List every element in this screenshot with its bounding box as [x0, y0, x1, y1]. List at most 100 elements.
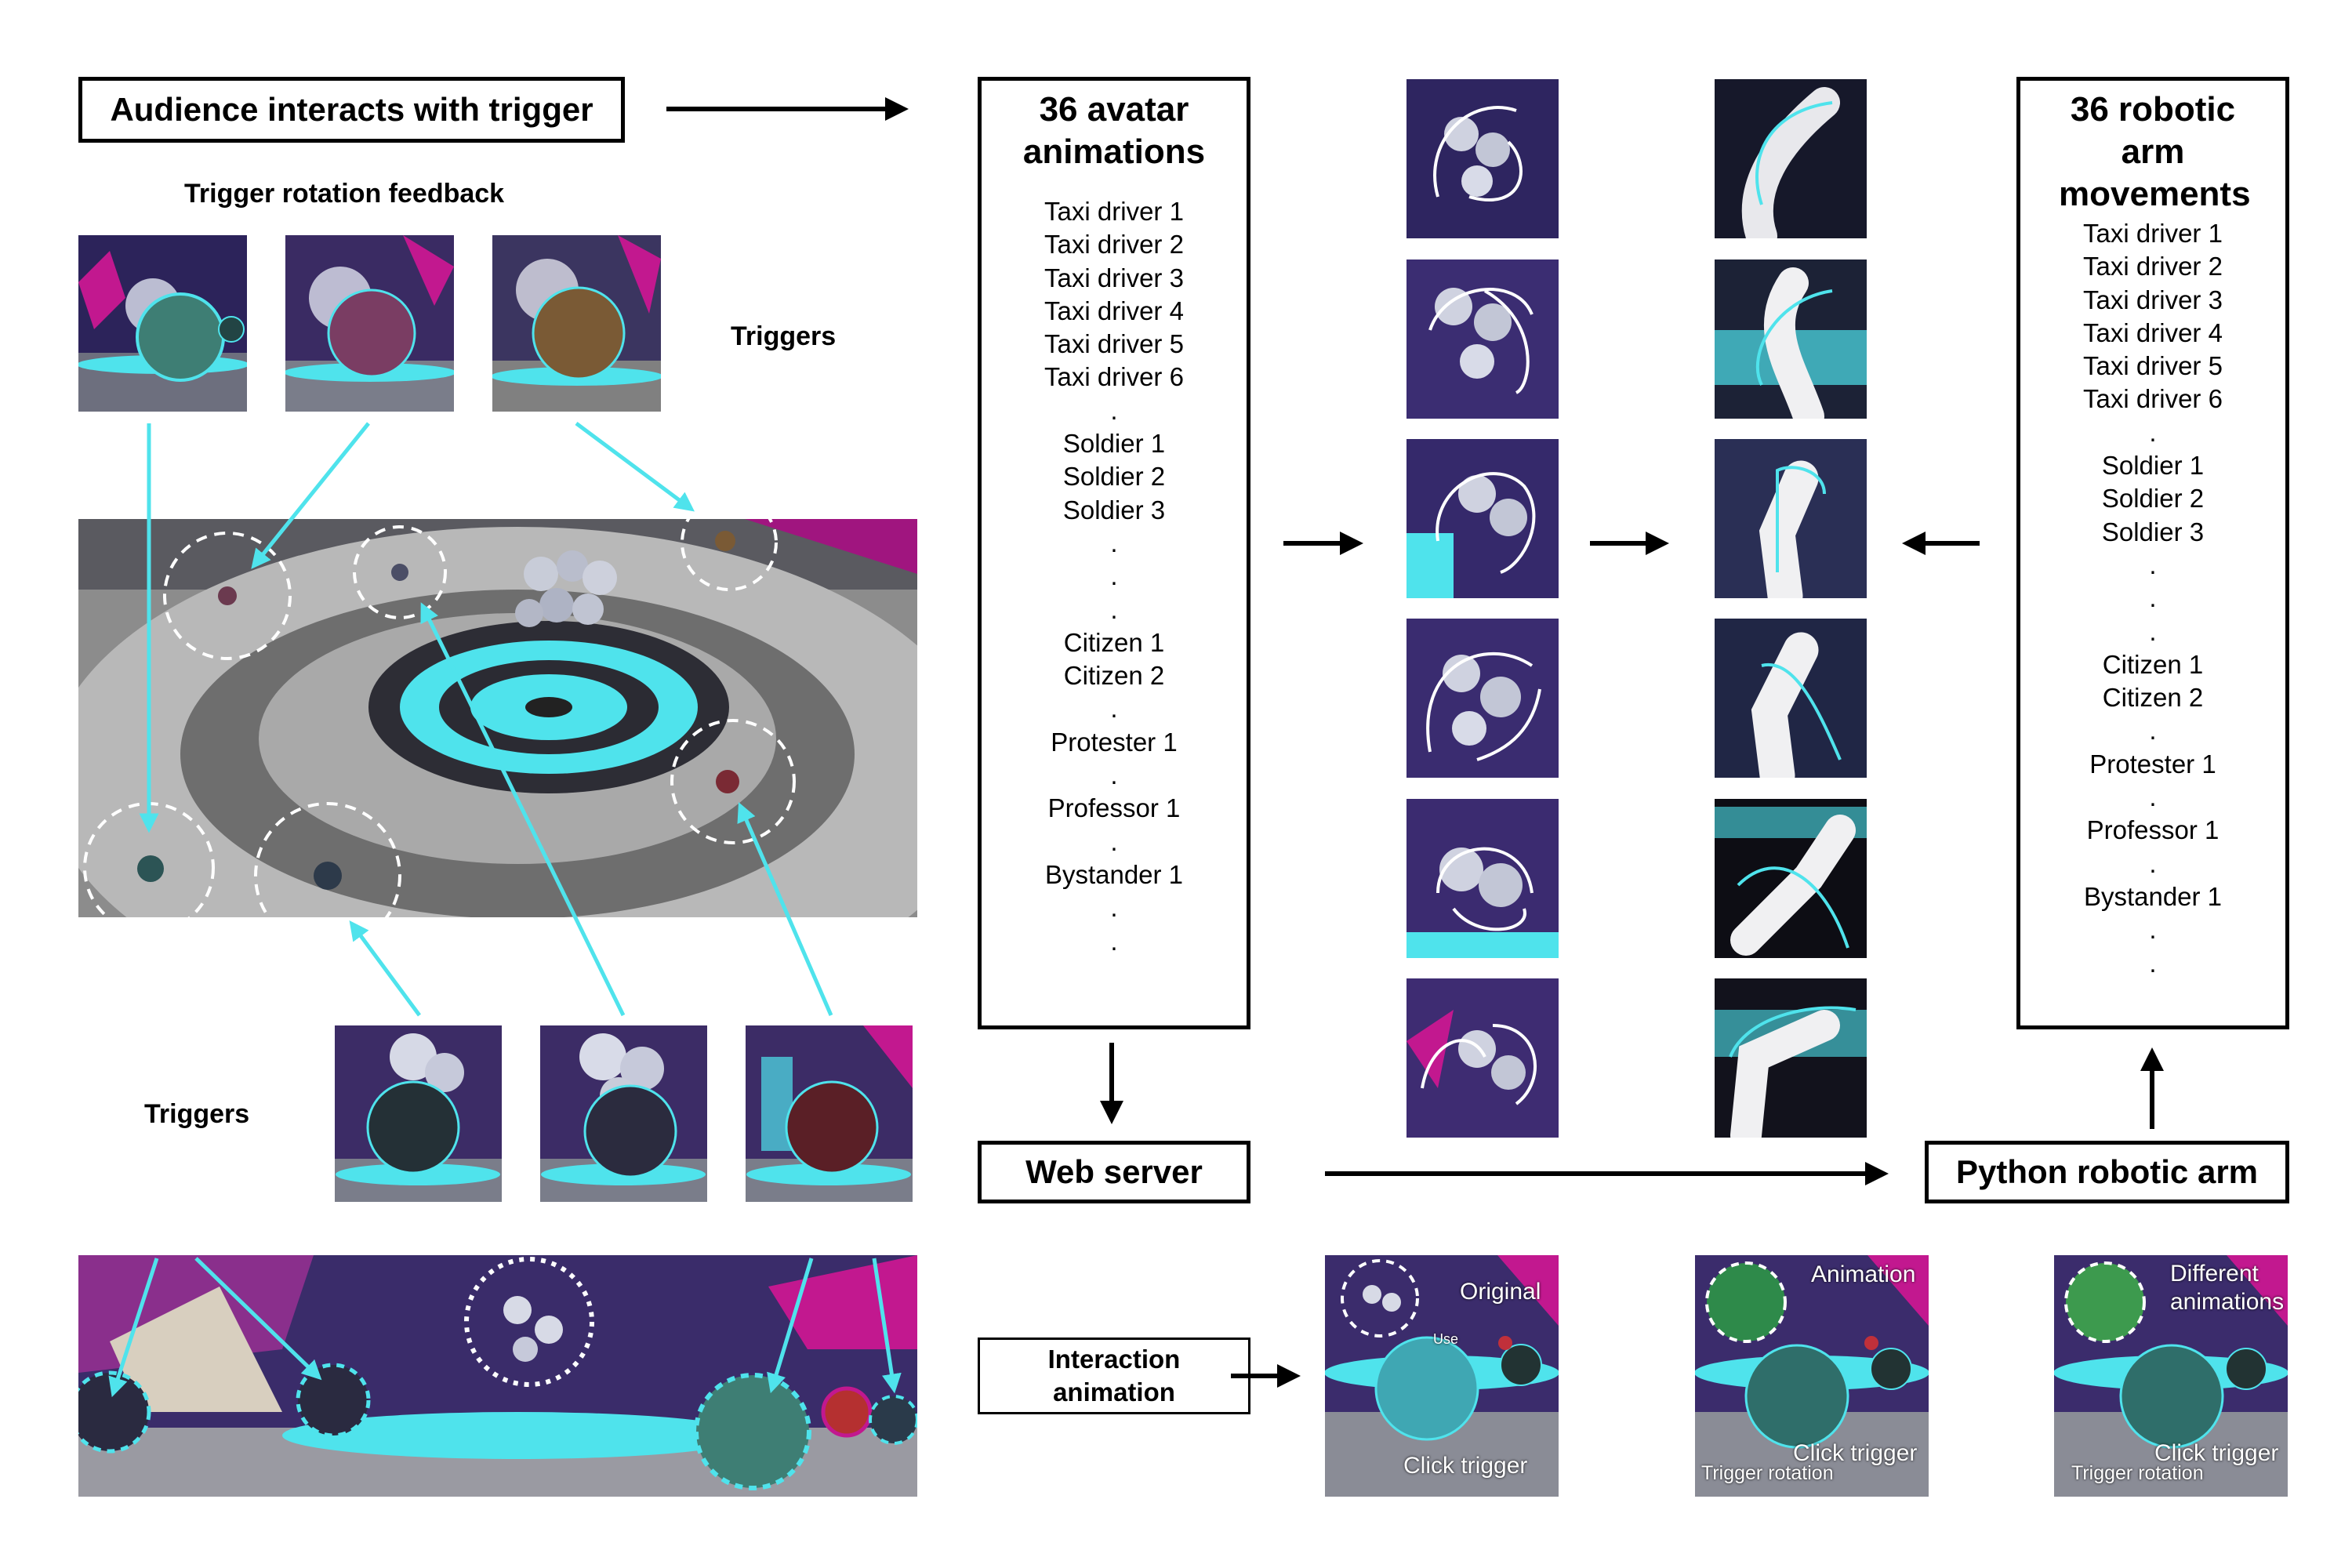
robot-arm-image-6 [1715, 978, 1867, 1138]
list-item: Citizen 1 [2102, 649, 2204, 679]
cyan-arrow-7 [108, 1258, 159, 1398]
avatar-animation-image-6 [1406, 978, 1559, 1138]
trigger-feedback-image-1 [78, 235, 247, 412]
list-item: Citizen 2 [1063, 661, 1165, 691]
list-item: Soldier 1 [1062, 429, 1166, 459]
list-item: . [2149, 782, 2157, 812]
list-item: Citizen 2 [2102, 683, 2204, 713]
list-item: Protester 1 [2089, 749, 2216, 779]
trigger-image-3 [746, 1025, 913, 1202]
trigger-image-2 [540, 1025, 707, 1202]
triggers-label-top: Triggers [731, 321, 837, 351]
avatar-animation-image-4 [1406, 619, 1559, 778]
list-item: Taxi driver 3 [2083, 285, 2223, 314]
list-item: Professor 1 [2086, 815, 2220, 845]
cyan-arrow-4 [349, 920, 422, 1017]
list-item: Taxi driver 2 [2083, 252, 2223, 281]
avatar-animation-image-1 [1406, 79, 1559, 238]
avatar-animations-title: 36 avatar animations [1022, 90, 1206, 171]
robotic-arm-movements-title: 36 robotic arm movements [2059, 90, 2251, 213]
list-item: Taxi driver 4 [2083, 318, 2223, 347]
list-item: Taxi driver 5 [1044, 329, 1184, 359]
list-item: Taxi driver 1 [2083, 219, 2223, 248]
caption-trigger-rotation-1: Trigger rotation [1701, 1462, 1834, 1484]
list-item: Taxi driver 3 [1044, 263, 1184, 292]
list-item: . [1110, 528, 1118, 557]
list-item: Taxi driver 4 [1044, 296, 1184, 325]
python-robotic-arm-box: Python robotic arm [1925, 1141, 2289, 1203]
list-item: . [1110, 760, 1118, 790]
caption-trigger-rotation-2: Trigger rotation [2071, 1462, 2204, 1484]
list-item: Citizen 1 [1063, 627, 1165, 657]
list-item: . [2149, 716, 2157, 746]
cyan-arrow-9 [767, 1258, 814, 1394]
caption-original: Original [1460, 1279, 1541, 1305]
audience-interacts-box: Audience interacts with trigger [78, 77, 625, 143]
trigger-feedback-image-2 [285, 235, 454, 412]
list-item: . [1110, 561, 1118, 591]
cyan-arrow-2 [251, 422, 370, 569]
list-item: . [2149, 417, 2157, 447]
web-server-label: Web server [1025, 1153, 1203, 1190]
avatar-animation-image-3 [1406, 439, 1559, 598]
list-item: . [1110, 926, 1118, 956]
list-item: . [2149, 616, 2157, 646]
caption-use: Use [1433, 1331, 1459, 1347]
cyan-arrow-10 [872, 1258, 902, 1394]
list-item: Taxi driver 1 [1044, 197, 1184, 226]
list-item: . [1110, 594, 1118, 624]
list-item: . [1110, 826, 1118, 856]
list-item: . [1110, 395, 1118, 425]
robot-arm-image-5 [1715, 799, 1867, 958]
list-item: . [2149, 948, 2157, 978]
list-item: . [2149, 915, 2157, 945]
list-item: . [1110, 694, 1118, 724]
interaction-animation-box: Interaction animation [978, 1338, 1250, 1414]
caption-animation: Animation [1811, 1261, 1916, 1287]
main-scene-image [78, 519, 917, 917]
list-item: Soldier 2 [2101, 484, 2205, 514]
caption-click-trigger-2: Click trigger [1793, 1440, 1918, 1466]
list-item: Professor 1 [1047, 793, 1181, 823]
list-item: . [2149, 583, 2157, 613]
list-item: . [1110, 893, 1118, 923]
cyan-arrow-6 [737, 802, 833, 1016]
interaction-panel-different-animations: Different animations Click trigger Trigg… [2054, 1255, 2288, 1497]
trigger-rotation-feedback-label: Trigger rotation feedback [184, 179, 505, 209]
list-item: . [2149, 848, 2157, 878]
web-server-box: Web server [978, 1141, 1250, 1203]
robotic-arm-movements-list: Taxi driver 1 Taxi driver 2 Taxi driver … [2083, 217, 2223, 980]
triggers-label-bottom: Triggers [144, 1099, 250, 1129]
list-item: Bystander 1 [1044, 859, 1184, 889]
interaction-animation-label: Interaction animation [1047, 1345, 1181, 1406]
audience-interacts-label: Audience interacts with trigger [110, 91, 593, 128]
trigger-image-1 [335, 1025, 502, 1202]
robot-arm-image-4 [1715, 619, 1867, 778]
list-item: Protester 1 [1051, 727, 1178, 757]
cyan-arrow-8 [194, 1257, 322, 1381]
robot-arm-image-3 [1715, 439, 1867, 598]
interaction-panel-original: Original Use Click trigger [1325, 1255, 1559, 1497]
list-item: Taxi driver 6 [1044, 362, 1184, 392]
robot-arm-image-2 [1715, 260, 1867, 419]
caption-click-trigger-1: Click trigger [1403, 1453, 1528, 1479]
list-item: Taxi driver 5 [2083, 351, 2223, 381]
list-item: Bystander 1 [2083, 881, 2223, 911]
cyan-arrow-5 [420, 602, 626, 1017]
avatar-animation-image-5 [1406, 799, 1559, 958]
list-item: Taxi driver 6 [2083, 384, 2223, 414]
caption-click-trigger-3: Click trigger [2154, 1440, 2279, 1466]
caption-different-animations: Different animations [2170, 1261, 2285, 1315]
list-item: Soldier 3 [1062, 495, 1166, 524]
trigger-feedback-image-3 [492, 235, 661, 412]
list-item: . [2149, 550, 2157, 579]
list-item: Taxi driver 2 [1044, 230, 1184, 260]
cyan-arrow-3 [575, 421, 695, 512]
avatar-animations-box: 36 avatar animations Taxi driver 1 Taxi … [978, 77, 1250, 1029]
robot-arm-image-1 [1715, 79, 1867, 238]
list-item: Soldier 1 [2101, 451, 2205, 481]
robotic-arm-movements-box: 36 robotic arm movements Taxi driver 1 T… [2016, 77, 2289, 1029]
avatar-animations-list: Taxi driver 1 Taxi driver 2 Taxi driver … [1044, 195, 1184, 958]
list-item: Soldier 2 [1062, 462, 1166, 492]
